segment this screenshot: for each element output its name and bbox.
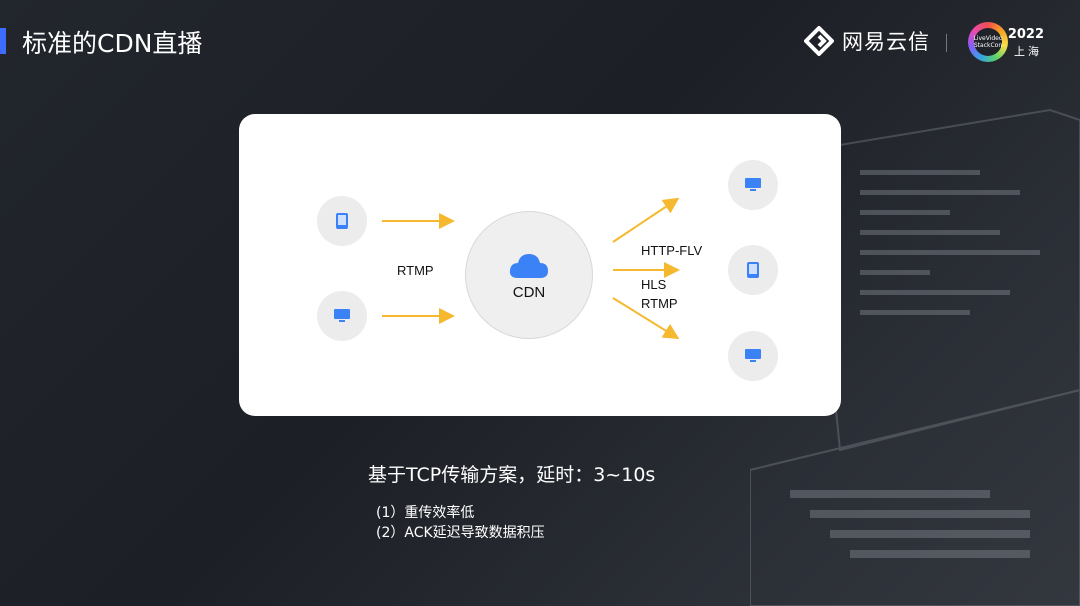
delivery-arrow-1 bbox=[612, 197, 680, 243]
background-laptop-decoration bbox=[750, 108, 1080, 606]
conference-year: 2022 bbox=[1007, 27, 1044, 42]
delivery-protocol-http-flv: HTTP-FLV bbox=[641, 243, 703, 258]
delivery-protocol-hls: HLS bbox=[641, 277, 667, 292]
brand-logo: 网易云信 bbox=[804, 26, 930, 56]
delivery-protocol-rtmp: RTMP bbox=[641, 296, 678, 311]
flow-arrows bbox=[382, 197, 680, 340]
summary-point-2: (2）ACK延迟导致数据积压 bbox=[376, 525, 545, 541]
cdn-diagram: RTMP CDN HTTP-FLV HLS RTMP bbox=[239, 114, 841, 416]
destination-monitor-node-2 bbox=[728, 331, 778, 381]
brand-name: 网易云信 bbox=[842, 30, 930, 54]
monitor-icon bbox=[745, 349, 761, 362]
slide-title: 标准的CDN直播 bbox=[22, 29, 203, 58]
monitor-icon bbox=[745, 178, 761, 191]
summary-headline: 基于TCP传输方案，延时：3~10s bbox=[368, 464, 656, 486]
tablet-icon bbox=[336, 213, 348, 229]
destination-tablet-node bbox=[728, 245, 778, 295]
conference-logo: LiveVideo StackCon bbox=[968, 22, 1008, 62]
conference-logo-text: LiveVideo StackCon bbox=[973, 28, 1003, 56]
cdn-label: CDN bbox=[512, 283, 546, 301]
cloud-icon bbox=[509, 253, 548, 278]
source-monitor-node bbox=[317, 291, 367, 341]
brand-divider bbox=[946, 34, 947, 52]
conference-city: 上海 bbox=[1014, 45, 1042, 58]
netease-yunxin-logo-icon bbox=[804, 26, 834, 56]
ingest-protocol-label: RTMP bbox=[397, 263, 434, 278]
monitor-icon bbox=[334, 309, 350, 322]
title-accent-bar bbox=[0, 28, 6, 54]
source-tablet-node bbox=[317, 196, 367, 246]
cdn-node: CDN bbox=[465, 211, 593, 339]
tablet-icon bbox=[747, 262, 759, 278]
destination-monitor-node-1 bbox=[728, 160, 778, 210]
summary-point-1: (1）重传效率低 bbox=[376, 505, 475, 521]
delivery-arrow-3 bbox=[612, 297, 680, 340]
